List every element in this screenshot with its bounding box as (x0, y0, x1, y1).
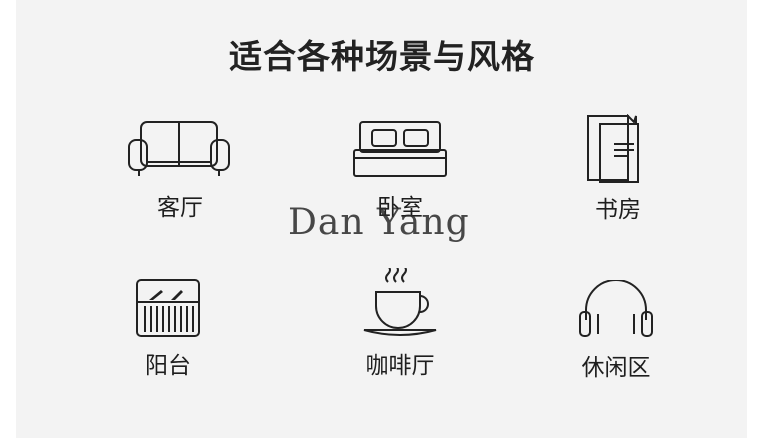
scene-label: 阳台 (145, 353, 191, 379)
sofa-icon (128, 121, 230, 176)
background-panel (16, 0, 747, 438)
scene-label: 咖啡厅 (365, 353, 435, 379)
watermark-text: Dan Yang (288, 202, 470, 243)
piano-icon (136, 279, 200, 337)
scene-balcony: 阳台 (88, 278, 248, 380)
coffee-cup-icon (363, 268, 437, 336)
headphones-icon (579, 280, 653, 337)
bed-icon (353, 121, 447, 177)
books-icon (587, 114, 639, 183)
scene-leisure-area: 休闲区 (536, 280, 696, 382)
scene-living-room: 客厅 (100, 118, 260, 222)
scene-label: 卧室 (377, 195, 423, 221)
scene-label: 书房 (595, 197, 641, 223)
scene-bedroom: 卧室 (320, 118, 480, 222)
scene-cafe: 咖啡厅 (320, 268, 480, 380)
scene-study: 书房 (538, 114, 698, 224)
scene-label: 客厅 (157, 195, 203, 221)
page-title: 适合各种场景与风格 (229, 37, 535, 76)
scene-label: 休闲区 (581, 355, 651, 381)
